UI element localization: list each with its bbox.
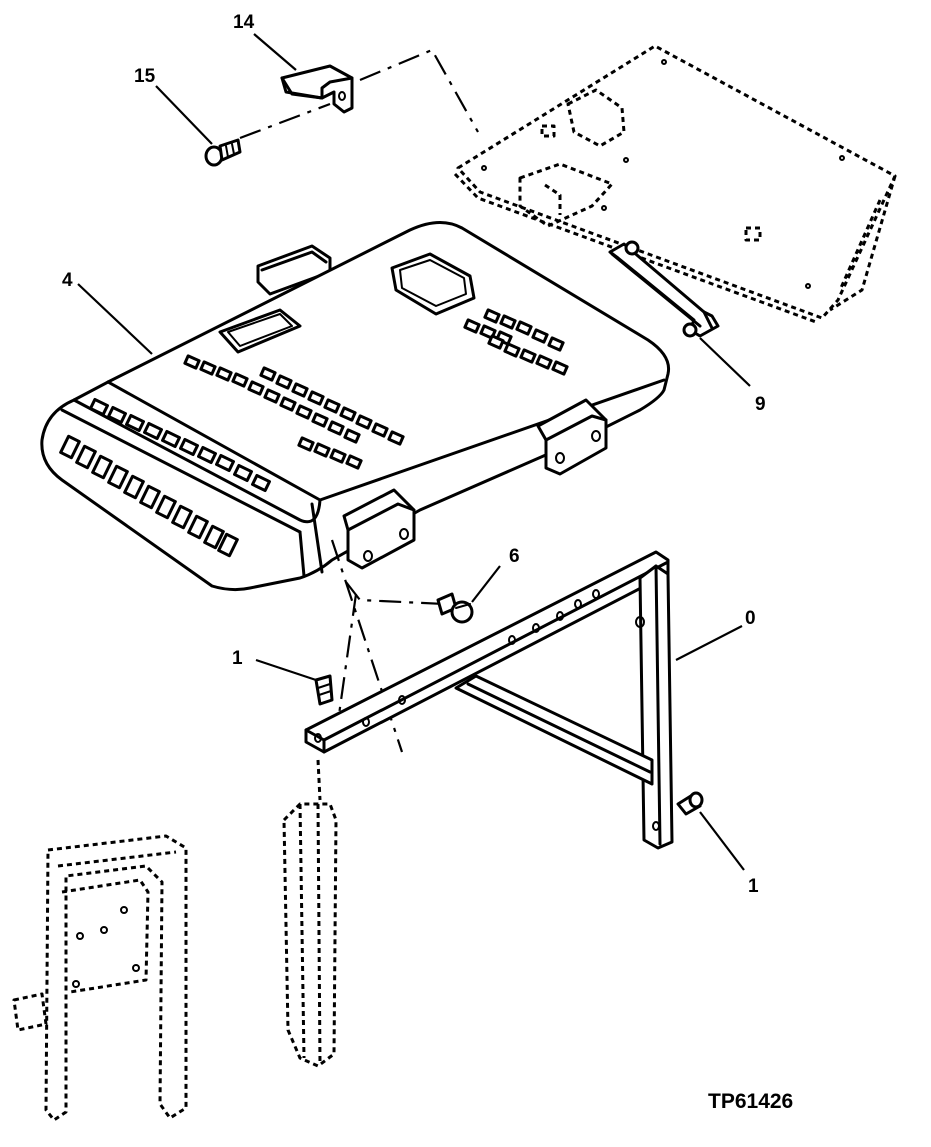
callout-4: 4 [62,270,73,291]
part-1-bolt-right [676,791,704,816]
dashed-cab-roof-plate [453,44,897,324]
dashed-side-bracket [12,834,188,1122]
callout-leaders [77,33,751,871]
part-15-bolt [204,138,242,167]
callout-0: 0 [745,608,756,629]
part-4-roof-cover [40,221,671,592]
part-9-rod [608,240,720,338]
figure-reference-code: TP61426 [708,1090,793,1113]
cover-hinge-left [342,488,416,570]
assembly-phantom-lines-top [239,48,479,140]
part-0-frame [304,550,674,850]
part-1-bolt-upper [314,674,334,706]
callout-14: 14 [233,12,255,33]
callout-15: 15 [134,66,156,87]
cover-hinge-right [536,398,608,476]
part-14-bracket [280,64,354,114]
callout-6: 6 [509,546,520,567]
dashed-cab-post [282,759,338,1068]
callout-1-right: 1 [748,876,759,897]
callout-1-upper: 1 [232,648,243,669]
callout-9: 9 [755,394,766,415]
part-6-bolt [436,592,474,624]
front-vent-slots [59,397,271,558]
right-vent-slots [463,308,569,376]
top-vent-slots [183,354,405,470]
